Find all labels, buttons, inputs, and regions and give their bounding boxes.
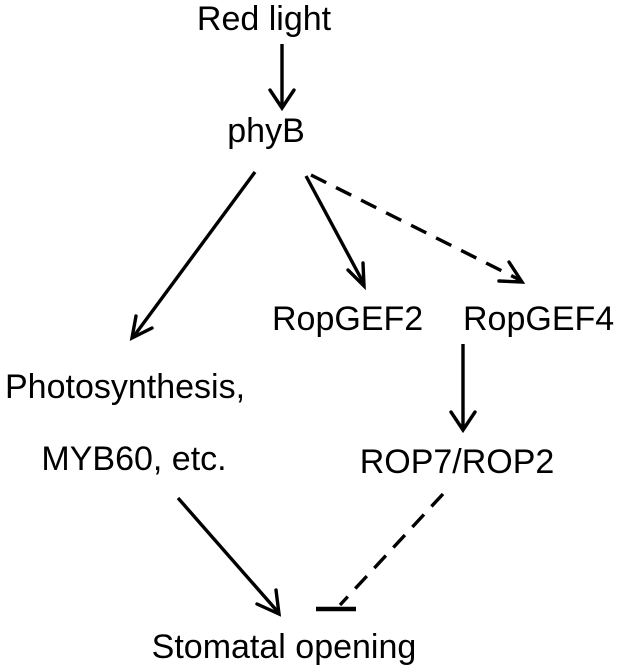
arrow-head bbox=[255, 588, 282, 617]
arrow-head bbox=[346, 261, 366, 291]
edge-rop7-inhibits-stomatal-opening bbox=[316, 492, 445, 612]
node-rop7-rop2: ROP7/ROP2 bbox=[360, 443, 555, 481]
edge-phyb-to-ropgef2 bbox=[304, 175, 366, 291]
node-phyb: phyB bbox=[227, 112, 305, 150]
node-ropgef2: RopGEF2 bbox=[272, 300, 423, 338]
edge-myb60-to-stomatal-opening bbox=[176, 496, 282, 617]
edge-phyb-to-photosynthesis bbox=[129, 170, 257, 342]
node-photosynthesis: Photosynthesis, bbox=[5, 368, 245, 406]
edge-ropgef4-to-rop7 bbox=[449, 344, 477, 434]
arrow-head bbox=[129, 314, 154, 342]
arrow-head bbox=[449, 410, 477, 434]
edge-phyb-to-ropgef4 bbox=[310, 173, 526, 284]
node-myb60: MYB60, etc. bbox=[41, 440, 226, 478]
edge-redlight-to-phyb bbox=[268, 44, 296, 112]
arrow-head bbox=[497, 260, 526, 284]
arrow-head bbox=[268, 88, 296, 112]
node-ropgef4: RopGEF4 bbox=[463, 300, 614, 338]
node-red-light: Red light bbox=[197, 0, 332, 38]
node-stomatal-opening: Stomatal opening bbox=[152, 628, 417, 666]
